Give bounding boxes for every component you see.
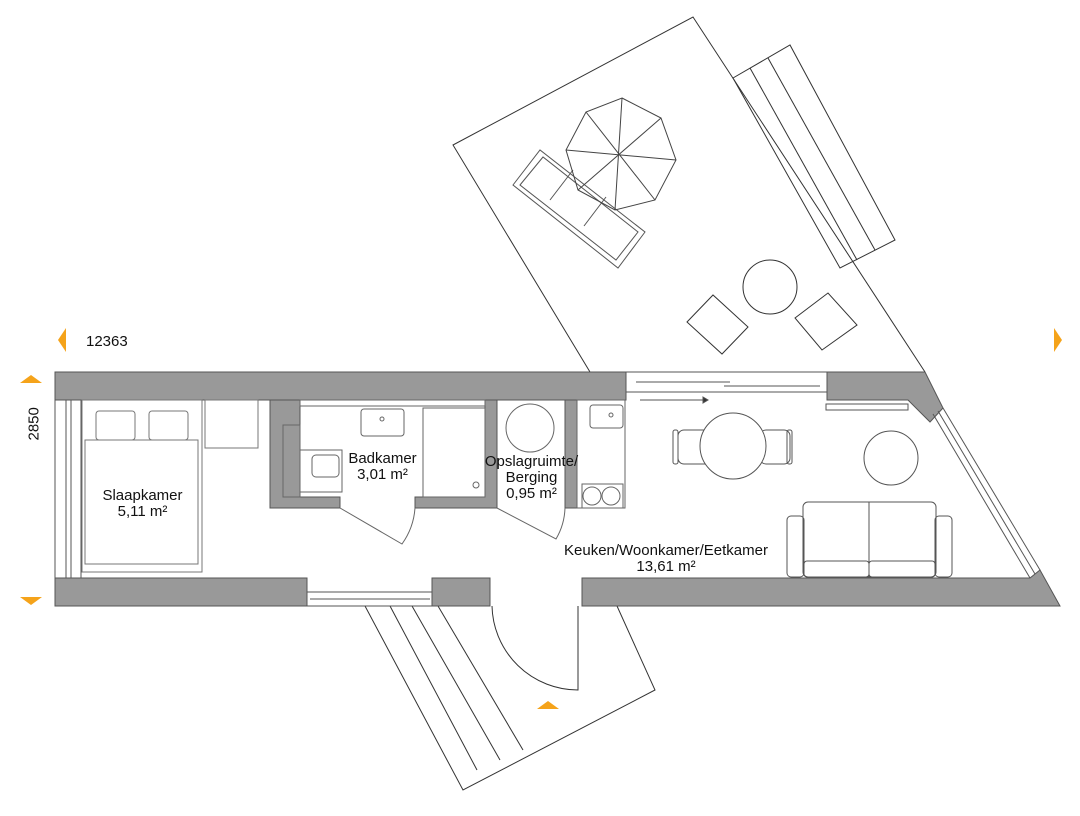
walls: [54, 371, 1061, 607]
room-label-berging: Opslagruimte/ Berging 0,95 m²: [474, 454, 589, 502]
storage-fixtures: [496, 403, 566, 540]
upper-terrace: [452, 16, 926, 373]
kitchen-fixtures: [576, 399, 626, 509]
room-area: 3,01 m²: [357, 466, 408, 483]
windows: [54, 371, 1041, 607]
room-label-badkamer: Badkamer 3,01 m²: [330, 451, 435, 483]
room-name: Keuken/Woonkamer/Eetkamer: [564, 542, 768, 559]
dining-set: [672, 412, 793, 480]
arrow-down-icon: [20, 597, 42, 605]
entrance-door: [491, 605, 579, 691]
entrance-arrow-icon: [537, 701, 559, 709]
dimension-arrows: [20, 328, 1062, 709]
coffee-table: [863, 430, 919, 486]
sofa: [786, 501, 953, 578]
room-label-slaapkamer: Slaapkamer 5,11 m²: [80, 488, 205, 520]
length-dimension: 12363: [86, 333, 128, 350]
room-area: 5,11 m²: [117, 503, 168, 520]
width-dimension: 2850: [25, 407, 43, 441]
room-area: 0,95 m²: [506, 485, 557, 502]
arrow-left-icon: [58, 328, 66, 352]
arrow-up-icon: [20, 375, 42, 383]
double-bed: [81, 399, 259, 573]
arrow-right-icon: [1054, 328, 1062, 352]
bathroom-fixtures: [282, 399, 486, 545]
lower-terrace: [364, 605, 656, 791]
room-name: Opslagruimte/ Berging: [484, 453, 579, 486]
terrace-chair: [794, 292, 858, 351]
terrace-chair: [686, 294, 749, 355]
room-area: 13,61 m²: [636, 558, 696, 575]
parasol-icon: [565, 97, 677, 211]
terrace-table: [742, 259, 798, 315]
room-name: Slaapkamer: [102, 487, 183, 504]
lounge-bed: [512, 149, 646, 269]
room-label-keuken: Keuken/Woonkamer/Eetkamer 13,61 m²: [540, 543, 792, 575]
room-name: Badkamer: [348, 450, 417, 467]
